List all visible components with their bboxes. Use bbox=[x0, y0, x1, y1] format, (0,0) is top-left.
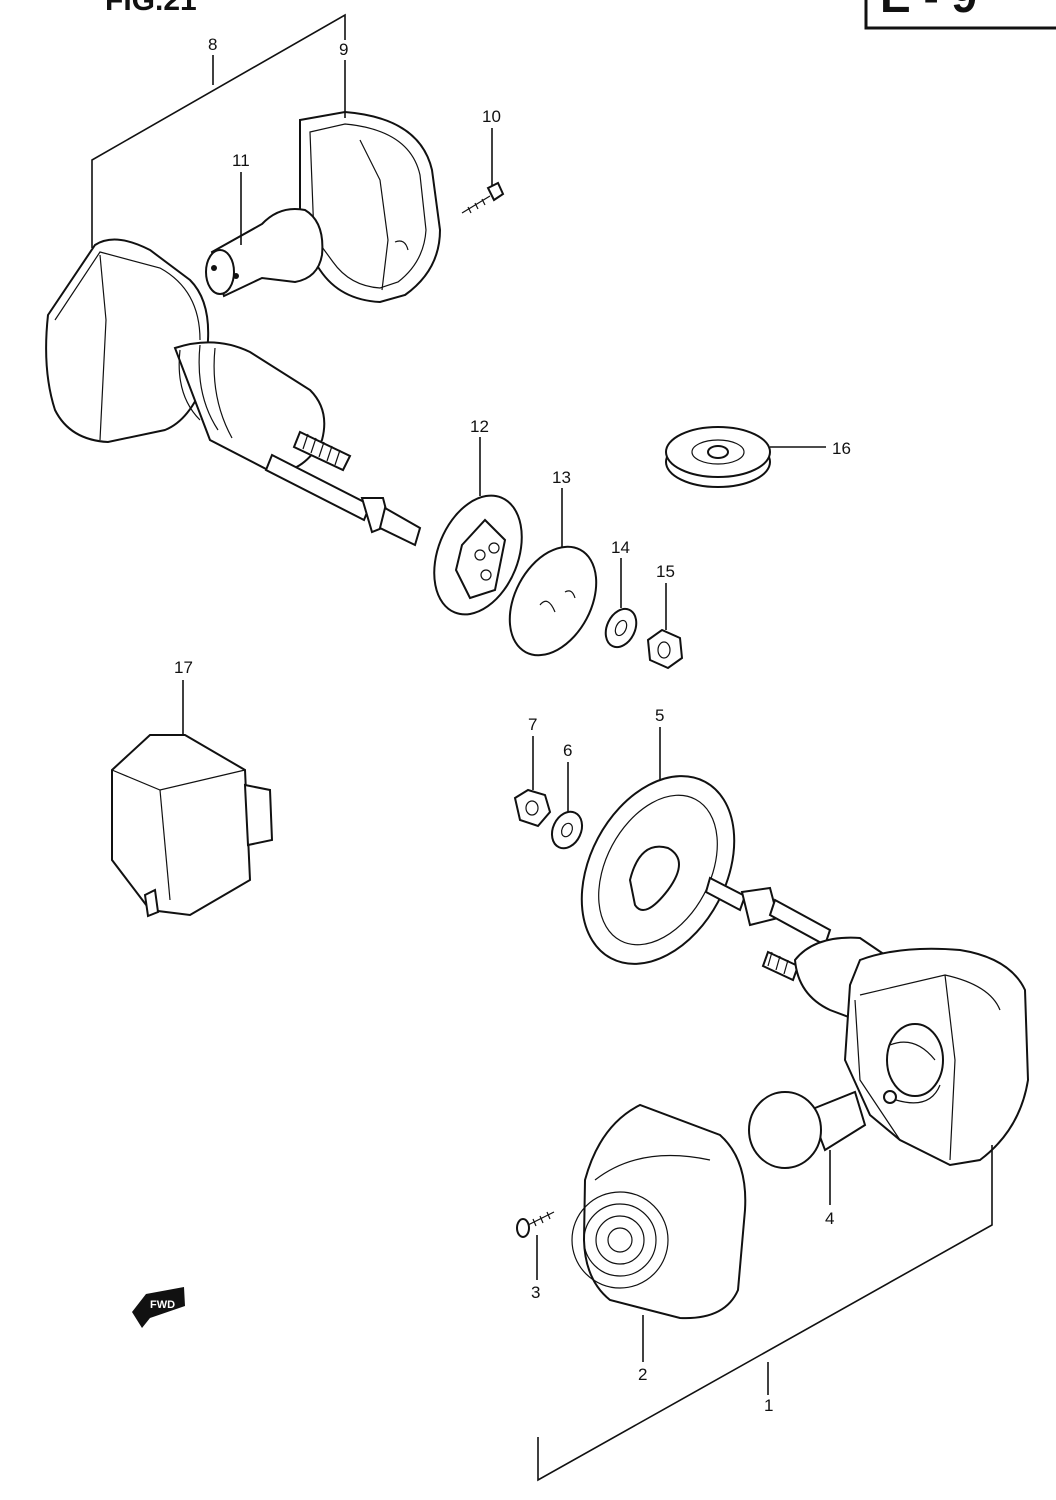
callout-6: 6 bbox=[563, 741, 572, 760]
part-7-nut bbox=[513, 788, 552, 828]
part-12-mount-plate bbox=[433, 494, 523, 616]
part-11-bulb bbox=[205, 208, 324, 298]
fwd-label: FWD bbox=[150, 1299, 175, 1311]
callout-2: 2 bbox=[638, 1365, 647, 1384]
part-4-bulb bbox=[748, 1090, 867, 1169]
section-code-box: E - 9 bbox=[864, 0, 1056, 30]
bracket-8-line bbox=[91, 13, 346, 248]
callout-8: 8 bbox=[208, 35, 217, 54]
callout-13: 13 bbox=[552, 468, 571, 487]
callout-7: 7 bbox=[528, 715, 537, 734]
upper-turn-signal-body bbox=[45, 238, 422, 547]
callout-1: 1 bbox=[764, 1396, 773, 1415]
part-3-screw bbox=[516, 1211, 555, 1238]
part-15-nut bbox=[646, 628, 684, 670]
part-10-screw bbox=[461, 181, 505, 214]
callout-10: 10 bbox=[482, 107, 501, 126]
callout-16: 16 bbox=[832, 439, 851, 458]
callout-12: 12 bbox=[470, 417, 489, 436]
callout-5: 5 bbox=[655, 706, 664, 725]
callout-3: 3 bbox=[531, 1283, 540, 1302]
section-code: E - 9 bbox=[880, 0, 977, 22]
callout-15: 15 bbox=[656, 562, 675, 581]
bracket-1-line bbox=[537, 1145, 993, 1482]
callout-11: 11 bbox=[232, 151, 250, 170]
callout-14: 14 bbox=[611, 538, 630, 557]
part-14-washer bbox=[604, 607, 638, 649]
figure-label: FIG.21 bbox=[105, 0, 197, 17]
lower-turn-signal-body bbox=[704, 876, 1030, 1167]
part-6-washer bbox=[550, 810, 584, 850]
part-16-grommet bbox=[665, 426, 771, 488]
callout-4: 4 bbox=[825, 1209, 834, 1228]
callout-17: 17 bbox=[174, 658, 193, 677]
part-13-washer-plate bbox=[508, 545, 598, 657]
part-9-housing bbox=[299, 110, 442, 304]
part-17-relay bbox=[111, 734, 274, 918]
fwd-arrow-icon: FWD bbox=[132, 1287, 185, 1328]
part-5-mount-plate bbox=[580, 775, 736, 965]
part-2-lens bbox=[571, 1103, 747, 1320]
callout-9: 9 bbox=[339, 40, 348, 59]
